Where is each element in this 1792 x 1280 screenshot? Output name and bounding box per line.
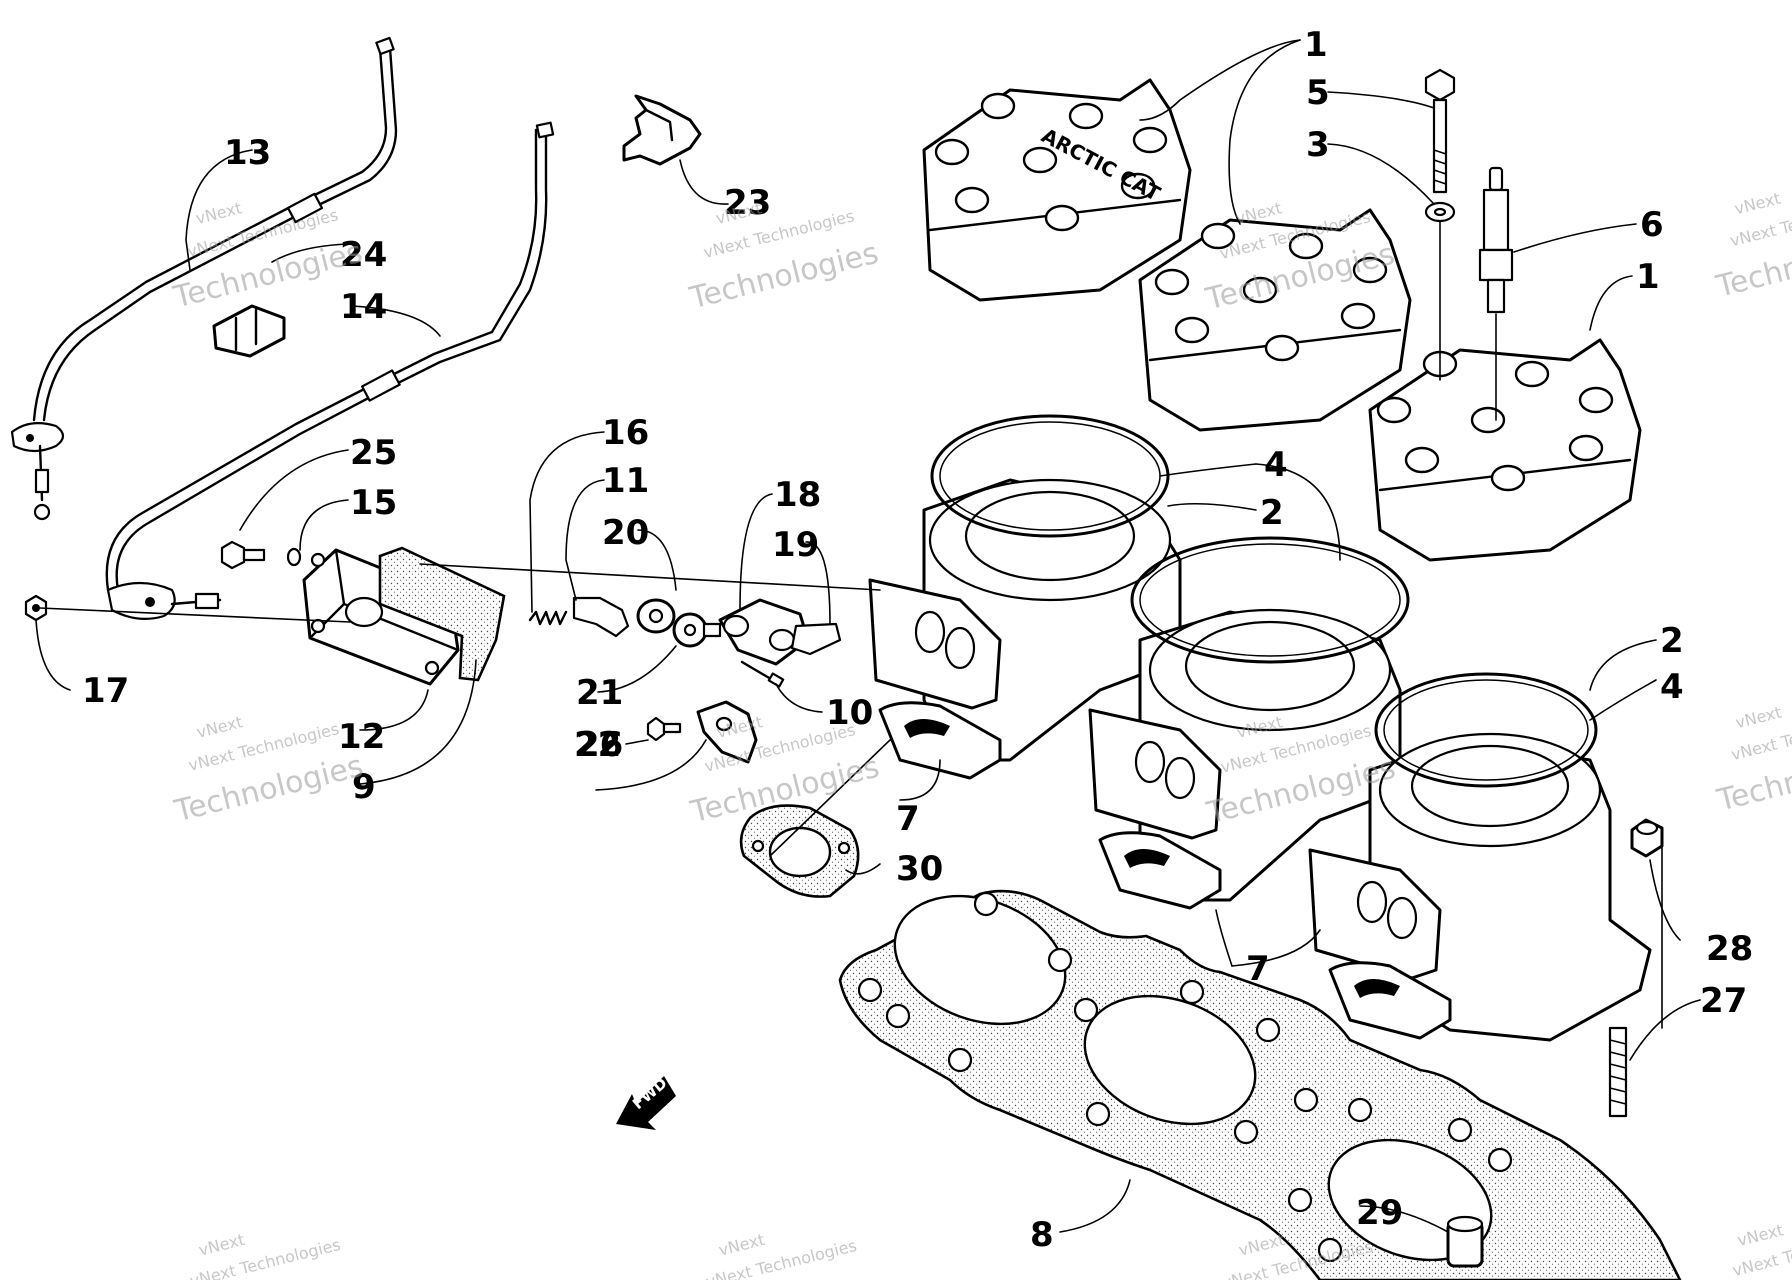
callout-8: 8 (1030, 1215, 1054, 1255)
callout-18: 18 (774, 475, 821, 515)
callout-7: 7 (896, 799, 920, 839)
bolt-17 (24, 594, 48, 622)
valve-21 (672, 612, 722, 648)
cylinder-head-1c (1368, 338, 1642, 562)
callout-19: 19 (772, 525, 819, 565)
nut-28 (1630, 818, 1664, 858)
cylinder-2 (1088, 608, 1402, 910)
callout-20: 20 (602, 513, 649, 553)
watermark-top: vNext (194, 198, 244, 228)
callout-9: 9 (352, 767, 376, 807)
callout-4: 4 (1264, 445, 1288, 485)
callout-4: 4 (1660, 667, 1684, 707)
washer-15 (286, 547, 302, 567)
callout-29: 29 (1356, 1193, 1403, 1233)
leader-lines (35, 39, 1701, 1233)
clip-24 (212, 304, 286, 358)
valve-20 (636, 598, 676, 634)
callout-1: 1 (1636, 257, 1660, 297)
bolt-25 (220, 540, 266, 570)
spark-plug-6 (1478, 166, 1514, 314)
reed-block-12 (302, 548, 460, 686)
callout-1: 1 (1304, 25, 1328, 65)
clip-23 (622, 94, 702, 166)
cover-22 (696, 700, 758, 764)
callout-17: 17 (82, 671, 129, 711)
gasket-9 (378, 546, 506, 682)
callout-26: 26 (576, 725, 623, 765)
callout-21: 21 (576, 673, 623, 713)
ring-4c (1374, 672, 1598, 788)
watermark-top: vNext (1237, 1230, 1287, 1260)
callout-27: 27 (1700, 981, 1747, 1021)
cylinder-3 (1308, 732, 1652, 1042)
cylinder-head-1a: ARCTIC CAT (922, 78, 1192, 302)
callout-25: 25 (350, 433, 397, 473)
callout-2: 2 (1260, 493, 1284, 533)
dowel-29 (1446, 1215, 1484, 1268)
watermark-top: vNext (714, 198, 764, 228)
plate-19 (790, 622, 842, 656)
watermark-top: vNext (1735, 1220, 1785, 1250)
forward-arrow: FWD (616, 1074, 676, 1130)
cylinder-head-1b (1138, 208, 1412, 432)
callout-10: 10 (826, 693, 873, 733)
screw-26 (646, 716, 682, 742)
callout-7: 7 (1246, 949, 1270, 989)
cable-14 (105, 121, 555, 621)
stud-27 (1608, 1026, 1628, 1118)
pin-10 (740, 660, 785, 688)
callout-28: 28 (1706, 929, 1753, 969)
watermark-top: vNext (197, 1230, 247, 1260)
callout-5: 5 (1306, 73, 1330, 113)
watermark-top: vNext (1733, 189, 1783, 219)
cable-13 (10, 36, 398, 521)
callout-16: 16 (602, 413, 649, 453)
callout-15: 15 (350, 483, 397, 523)
callout-3: 3 (1306, 125, 1330, 165)
callout-12: 12 (338, 717, 385, 757)
valve-11 (572, 596, 630, 638)
callout-23: 23 (724, 183, 771, 223)
base-gasket-8 (838, 889, 1682, 1280)
callout-24: 24 (340, 235, 387, 275)
callout-11: 11 (602, 461, 649, 501)
watermark-top: vNext (1733, 702, 1783, 732)
callout-labels: 1 1 2 2 3 4 4 5 6 7 7 8 9 10 11 12 13 14… (82, 25, 1753, 1255)
callout-22: 22 (574, 725, 621, 765)
gasket-30 (739, 804, 860, 898)
callout-2: 2 (1660, 621, 1684, 661)
callout-6: 6 (1640, 205, 1664, 245)
callout-30: 30 (896, 849, 943, 889)
bolt-5 (1424, 68, 1456, 194)
watermark-top: vNext (717, 1230, 767, 1260)
watermark-top: vNext (195, 712, 245, 742)
washer-3 (1424, 201, 1456, 223)
callout-13: 13 (224, 133, 271, 173)
spring-16 (528, 610, 568, 626)
callout-14: 14 (340, 287, 387, 327)
ring-4b (1130, 536, 1410, 664)
